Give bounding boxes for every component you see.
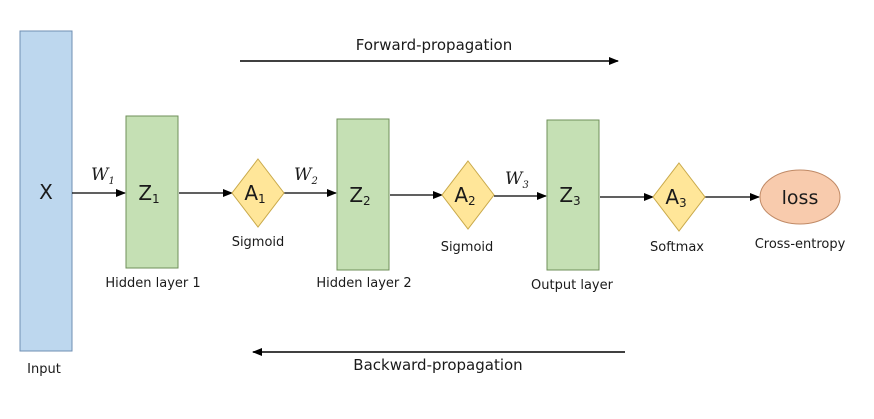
loss-label: loss [782, 187, 819, 209]
weight-label-3: W3 [505, 169, 529, 191]
svg-text:A1: A1 [244, 181, 265, 206]
activation-caption-1: Sigmoid [232, 235, 285, 250]
loss-caption: Cross-entropy [755, 237, 846, 252]
svg-text:Z3: Z3 [559, 183, 580, 208]
svg-text:Z2: Z2 [349, 183, 370, 208]
weight-label-2: W2 [294, 165, 318, 187]
forward-propagation-label: Forward-propagation [356, 36, 512, 54]
input-node [19, 30, 73, 352]
backward-propagation-label: Backward-propagation [353, 356, 522, 374]
activation-caption-3: Softmax [650, 240, 704, 255]
svg-text:W2: W2 [294, 165, 318, 187]
layer-node-2: Z2 [336, 118, 390, 271]
activation-node-2: A2 [441, 160, 495, 230]
activation-node-1: A1 [231, 158, 285, 228]
input-symbol: X [39, 180, 53, 204]
svg-text:W3: W3 [505, 169, 529, 191]
activation-caption-2: Sigmoid [441, 240, 494, 255]
layer-node-3: Z3 [546, 119, 600, 271]
loss-node [759, 169, 841, 225]
layer-caption-1: Hidden layer 1 [105, 276, 200, 291]
layer-caption-3: Output layer [531, 278, 614, 293]
input-caption: Input [27, 362, 61, 377]
svg-text:A3: A3 [665, 185, 686, 210]
activation-node-3: A3 [652, 162, 706, 232]
svg-text:Z1: Z1 [138, 181, 159, 206]
svg-text:W1: W1 [91, 165, 115, 187]
layer-node-1: Z1 [125, 115, 179, 269]
weight-label-1: W1 [91, 165, 115, 187]
layer-caption-2: Hidden layer 2 [316, 276, 411, 291]
svg-text:A2: A2 [454, 183, 475, 208]
